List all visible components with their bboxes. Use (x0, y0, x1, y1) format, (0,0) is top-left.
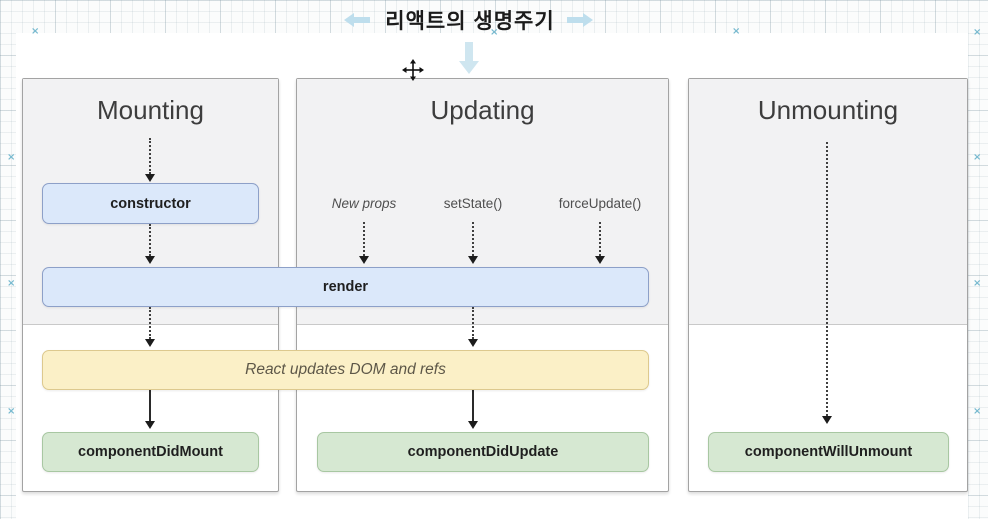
flow-arrow (472, 390, 474, 421)
anchor-x-icon: × (973, 278, 982, 289)
page-title: 리액트의 생명주기 (385, 10, 555, 33)
component-did-mount-node[interactable]: componentDidMount (42, 432, 259, 472)
constructor-node[interactable]: constructor (42, 183, 259, 224)
anchor-x-icon: × (973, 406, 982, 417)
render-node[interactable]: render (42, 267, 649, 307)
anchor-x-icon: × (7, 406, 16, 417)
flow-arrow (149, 224, 151, 256)
flow-arrow (149, 138, 151, 174)
react-updates-dom-node[interactable]: React updates DOM and refs (42, 350, 649, 390)
flow-arrow (149, 390, 151, 421)
trigger-forceupdate-label: forceUpdate() (558, 196, 642, 211)
left-arrow-icon (344, 13, 370, 27)
component-did-update-node[interactable]: componentDidUpdate (317, 432, 649, 472)
unmounting-panel-top (689, 79, 967, 325)
unmounting-panel[interactable]: Unmounting (688, 78, 968, 492)
unmounting-heading: Unmounting (757, 95, 899, 125)
flow-arrow (363, 222, 365, 256)
anchor-x-icon: × (732, 26, 741, 37)
flow-arrowhead (145, 339, 155, 347)
anchor-x-icon: × (490, 27, 499, 38)
flow-arrowhead (822, 416, 832, 424)
flow-arrow (472, 222, 474, 256)
flow-arrowhead (359, 256, 369, 264)
flow-arrowhead (468, 339, 478, 347)
anchor-x-icon: × (973, 152, 982, 163)
flow-arrowhead (468, 256, 478, 264)
flow-arrowhead (145, 174, 155, 182)
flow-arrow (826, 142, 828, 416)
move-cursor-icon (402, 59, 424, 81)
component-will-unmount-node[interactable]: componentWillUnmount (708, 432, 949, 472)
trigger-setstate-label: setState() (443, 196, 503, 211)
flow-arrowhead (468, 421, 478, 429)
down-arrow-icon (459, 42, 479, 74)
anchor-x-icon: × (973, 27, 982, 38)
trigger-new-props-label: New props (331, 196, 397, 211)
anchor-x-icon: × (7, 278, 16, 289)
flow-arrowhead (145, 256, 155, 264)
anchor-x-icon: × (7, 152, 16, 163)
flow-arrow (599, 222, 601, 256)
right-arrow-icon (567, 13, 593, 27)
flow-arrow (472, 307, 474, 339)
flow-arrow (149, 307, 151, 339)
updating-heading: Updating (430, 95, 535, 125)
mounting-heading: Mounting (97, 95, 204, 125)
flow-arrowhead (595, 256, 605, 264)
anchor-x-icon: × (31, 26, 40, 37)
flow-arrowhead (145, 421, 155, 429)
